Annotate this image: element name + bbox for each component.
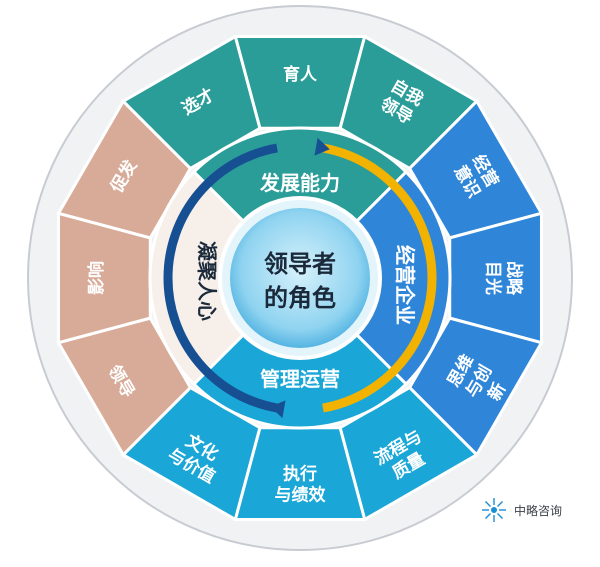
quadrant-top-label: 发展能力 <box>259 171 340 195</box>
outer-label-line: 目光 <box>483 261 504 295</box>
arc-yellow <box>322 143 437 413</box>
quadrant-right-label: 经营企业 <box>393 245 417 325</box>
outer-segments <box>56 34 544 522</box>
sunburst-logo-icon <box>482 498 506 522</box>
outer-label-yingxiang: 影响 <box>86 261 107 295</box>
company-logo: 中略咨询 <box>480 496 562 524</box>
outer-label-line: 育人 <box>283 64 318 85</box>
arc-navy <box>163 143 278 413</box>
center-title-line1: 领导者 <box>264 250 336 278</box>
outer-labels: 育人自我领导经营意识战略目光思维与创新流程与质量执行与绩效文化与价值领导影响促发… <box>86 64 525 506</box>
outer-label-line: 与绩效 <box>275 485 326 506</box>
middle-ring <box>148 126 452 430</box>
quadrant-left-label: 凝聚人心 <box>195 241 219 321</box>
outer-label-yuren: 育人 <box>283 64 318 85</box>
outer-label-line: 执行 <box>283 464 317 485</box>
outer-label-line: 战略 <box>504 261 525 296</box>
outer-segment-xuancai <box>120 34 262 171</box>
logo-text: 中略咨询 <box>514 503 563 518</box>
center-title-line2: 的角色 <box>264 284 336 312</box>
quadrant-labels: 发展能力 管理运营 经营企业 凝聚人心 <box>195 171 417 391</box>
arc-arrow-bottom <box>270 400 286 419</box>
arc-arrow-top <box>314 137 330 156</box>
center-circle <box>230 208 370 348</box>
quadrant-bottom-label: 管理运营 <box>260 367 340 391</box>
outer-label-line: 影响 <box>86 261 107 295</box>
